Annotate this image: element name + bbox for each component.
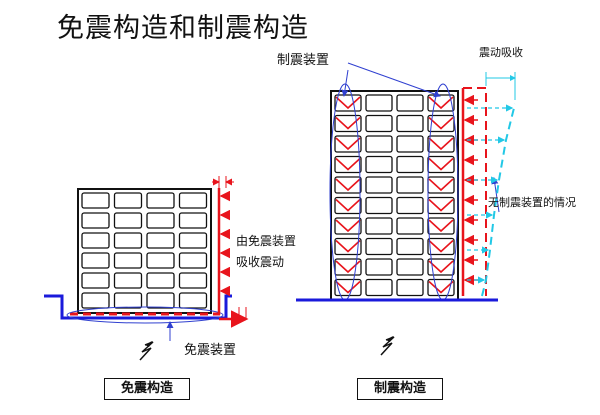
window	[334, 155, 362, 174]
window	[396, 94, 424, 112]
damper-brace	[335, 219, 361, 233]
isolation-building	[77, 188, 212, 314]
window	[427, 278, 455, 297]
window	[365, 196, 393, 215]
window	[427, 217, 455, 235]
damping-caption: 制震构造	[357, 378, 443, 400]
window	[365, 258, 393, 276]
window	[427, 114, 455, 133]
window	[146, 212, 175, 229]
window	[365, 155, 393, 174]
window	[81, 212, 110, 229]
window	[396, 176, 424, 194]
window	[178, 292, 208, 309]
damper-brace	[335, 280, 361, 294]
window	[146, 272, 175, 289]
window	[365, 237, 393, 256]
damping-absorb-label: 震动吸收	[479, 46, 523, 59]
window	[365, 114, 393, 133]
damping-devices	[329, 83, 459, 301]
window	[113, 252, 143, 269]
window	[365, 278, 393, 297]
window	[113, 292, 143, 309]
window	[334, 196, 362, 215]
window	[81, 292, 110, 309]
window	[113, 272, 143, 289]
window	[334, 258, 362, 276]
window	[113, 192, 143, 209]
damper-brace	[335, 239, 361, 253]
window	[396, 237, 424, 256]
window	[334, 237, 362, 256]
window	[396, 217, 424, 235]
damper-brace	[335, 96, 361, 110]
isolation-caption: 免震构造	[104, 378, 190, 400]
damper-brace	[428, 260, 454, 274]
window	[365, 94, 393, 112]
damper-brace	[335, 157, 361, 171]
window	[178, 272, 208, 289]
damper-brace	[335, 137, 361, 151]
damping-force-diagram	[461, 72, 516, 297]
window	[396, 196, 424, 215]
window	[334, 278, 362, 297]
damper-brace	[335, 178, 361, 192]
window	[396, 155, 424, 174]
isolation-note-line2: 吸收震动	[236, 255, 285, 269]
window	[427, 94, 455, 112]
damper-brace	[428, 239, 454, 253]
damper-brace	[428, 157, 454, 171]
damping-leader-lines	[341, 62, 500, 213]
window	[81, 272, 110, 289]
page-title: 免震构造和制震构造	[57, 13, 309, 44]
damper-brace	[428, 137, 454, 151]
window	[427, 135, 455, 153]
window	[396, 278, 424, 297]
window	[146, 292, 175, 309]
isolation-note-line1: 由免震装置	[236, 234, 297, 248]
damper-brace	[428, 280, 454, 294]
window	[178, 212, 208, 229]
window	[396, 114, 424, 133]
damper-brace	[428, 198, 454, 212]
damper-brace	[428, 178, 454, 192]
window	[334, 217, 362, 235]
isolation-bearings	[66, 306, 224, 324]
window	[427, 237, 455, 256]
isolation-force-diagram	[212, 176, 249, 328]
window	[81, 232, 110, 249]
isolation-seismic-wave-icon	[139, 341, 154, 361]
isolation-device-label: 免震装置	[184, 343, 237, 358]
window	[365, 176, 393, 194]
damping-building	[330, 90, 459, 301]
window	[396, 135, 424, 153]
window	[365, 217, 393, 235]
window	[396, 258, 424, 276]
damper-brace	[335, 198, 361, 212]
window	[146, 192, 175, 209]
window	[334, 176, 362, 194]
window	[365, 135, 393, 153]
window	[334, 114, 362, 133]
damper-brace	[428, 219, 454, 233]
damping-without-label: 无制震装置的情况	[488, 196, 576, 209]
window	[146, 252, 175, 269]
window	[146, 232, 175, 249]
damper-brace	[428, 96, 454, 110]
window	[334, 135, 362, 153]
window	[81, 252, 110, 269]
window	[113, 232, 143, 249]
window	[178, 192, 208, 209]
damping-seismic-wave-icon	[380, 336, 395, 356]
damping-device-label: 制震装置	[277, 53, 330, 68]
window	[81, 192, 110, 209]
window	[113, 212, 143, 229]
window	[178, 232, 208, 249]
damper-brace	[428, 116, 454, 130]
window	[178, 252, 208, 269]
